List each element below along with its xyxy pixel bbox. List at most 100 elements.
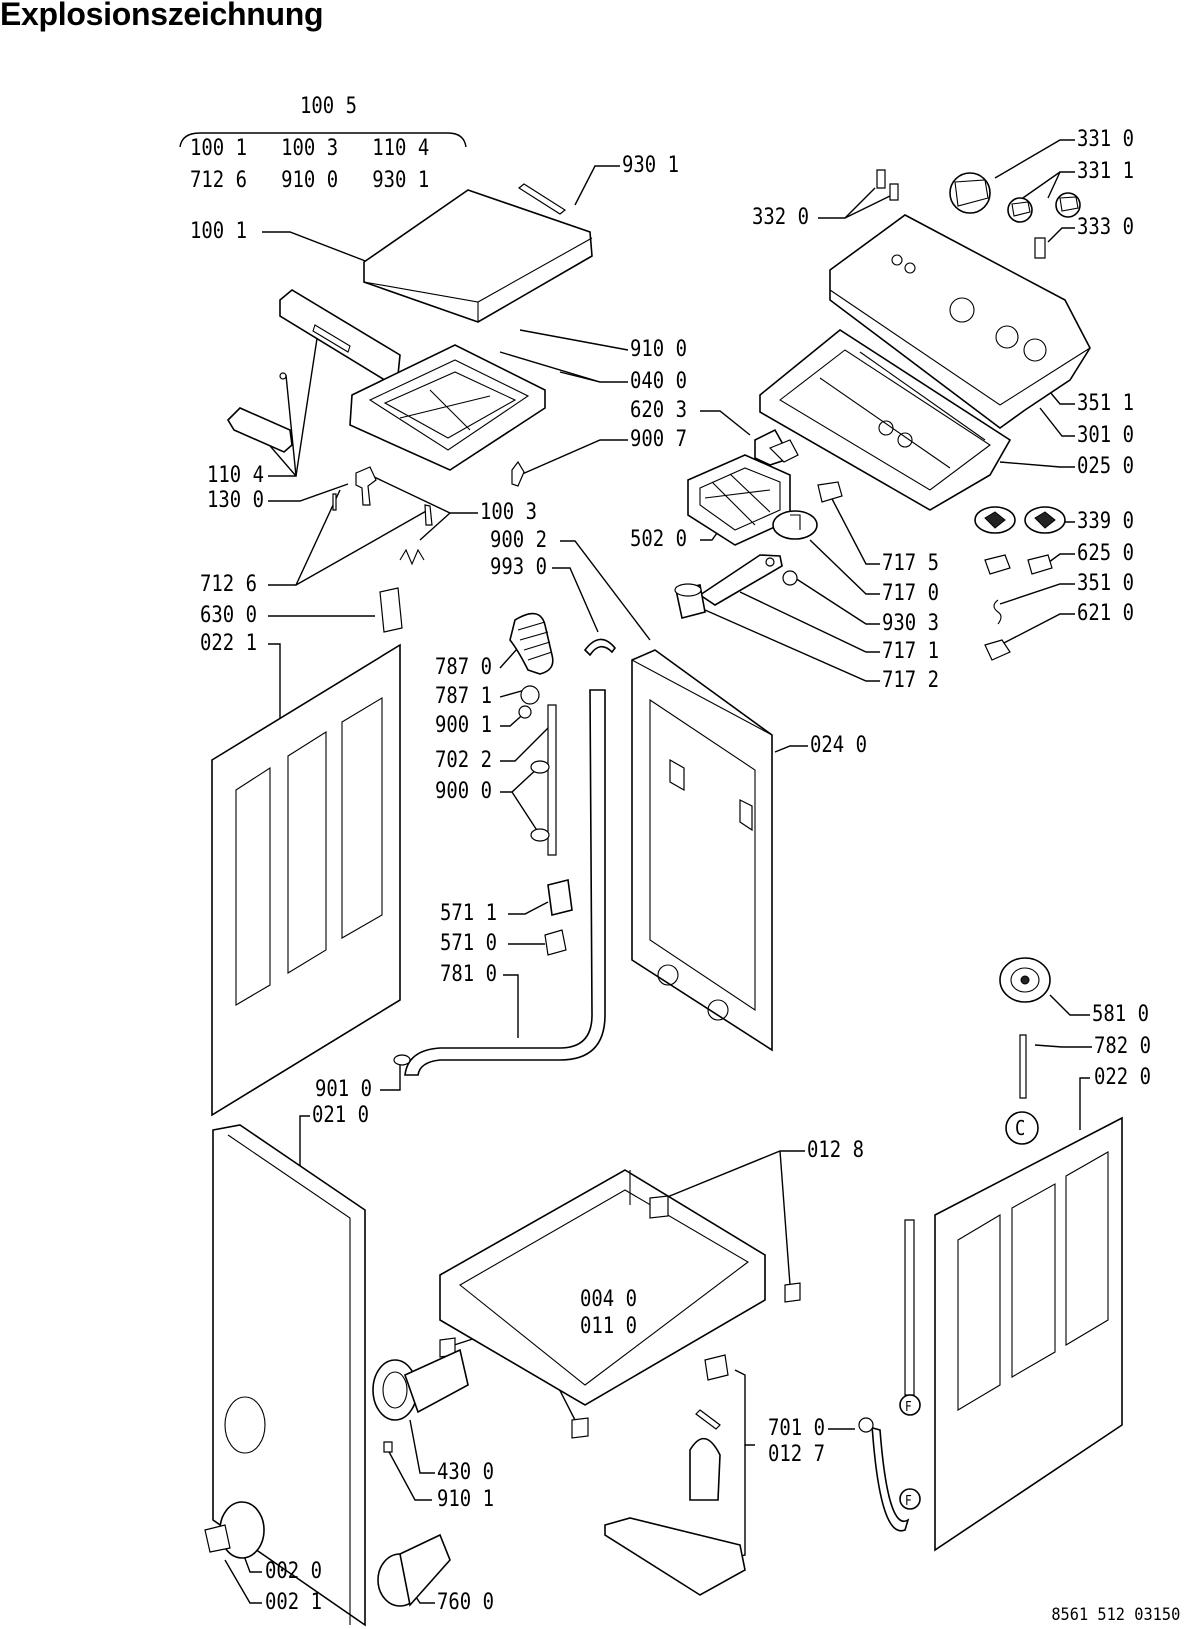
- footer-code: 8561 512 03150: [1051, 1605, 1180, 1625]
- callout-002-0: 002 0: [265, 1559, 322, 1584]
- leader-900-7: [520, 440, 628, 475]
- leader-900-0b: [512, 792, 540, 835]
- leader-930-1-top: [575, 166, 620, 205]
- part-foot-012-8b: [785, 1283, 800, 1302]
- part-knob-large: [950, 173, 990, 213]
- leader-351-0: [1000, 584, 1075, 604]
- part-pin-332-0b: [890, 184, 898, 200]
- leader-022-1: [268, 644, 280, 718]
- callout-787-0: 787 0: [435, 655, 492, 680]
- group-brace: [180, 133, 466, 147]
- leader-100-3: [370, 475, 478, 513]
- part-clip-012-7a: [705, 1355, 728, 1380]
- callout-760-0: 760 0: [437, 1590, 494, 1615]
- part-side-panel-right: [935, 1118, 1122, 1550]
- callout-021-0: 021 0: [312, 1103, 369, 1128]
- leader-022-0: [1080, 1078, 1090, 1130]
- leader-717-5: [830, 495, 880, 564]
- leader-782-0: [1035, 1045, 1092, 1047]
- leader-024-0: [775, 746, 808, 752]
- part-pin-2: [425, 505, 432, 525]
- part-latch: [228, 408, 292, 452]
- part-hose-702-2: [548, 705, 556, 855]
- leader-012-8b: [780, 1151, 790, 1285]
- part-pump: [373, 1350, 468, 1420]
- callout-351-1: 351 1: [1077, 391, 1134, 416]
- callout-130-0: 130 0: [207, 488, 264, 513]
- part-dispenser: [760, 330, 1010, 510]
- part-clamp-787-1: [521, 686, 539, 704]
- part-621-0: [985, 640, 1010, 660]
- callout-781-0: 781 0: [440, 962, 497, 987]
- part-handle-bar: [280, 290, 400, 382]
- callout-100-5: 100 5: [300, 94, 357, 119]
- leader-993-0: [552, 568, 598, 632]
- part-sensor-571-0: [545, 930, 566, 955]
- leader-301-0: [1040, 408, 1075, 436]
- callout-339-0: 339 0: [1077, 509, 1134, 534]
- leader-100-1: [262, 232, 368, 262]
- part-disc-717-0: [773, 511, 817, 539]
- page-title: Explosionszeichnung: [0, 0, 324, 32]
- part-tray-012-7: [605, 1518, 745, 1595]
- part-pin-712-6: [333, 494, 336, 510]
- part-717-2: [675, 584, 705, 618]
- leader-571-1: [508, 902, 548, 914]
- part-plug-901-0: [394, 1055, 410, 1065]
- callout-930-1-top: 930 1: [622, 153, 679, 178]
- part-lever-hole: [766, 558, 774, 566]
- leader-012-7: [735, 1370, 755, 1445]
- callout-701-0: 701 0: [768, 1416, 825, 1441]
- leader-021-0: [300, 1116, 310, 1178]
- callout-900-2: 900 2: [490, 528, 547, 553]
- leader-332-0b: [845, 196, 890, 218]
- part-drain-hose: [405, 690, 605, 1075]
- callout-717-0: 717 0: [882, 581, 939, 606]
- callout-900-0: 900 0: [435, 779, 492, 804]
- callout-571-1: 571 1: [440, 901, 497, 926]
- leader-910-1: [388, 1450, 432, 1500]
- callout-630-0: 630 0: [200, 603, 257, 628]
- callout-581-0: 581 0: [1092, 1002, 1149, 1027]
- callout-331-1: 331 1: [1077, 159, 1134, 184]
- callout-332-0: 332 0: [752, 205, 809, 230]
- part-sensor-571-1: [548, 880, 572, 915]
- leader-717-1: [740, 592, 880, 652]
- part-pulley-581-0: [1000, 958, 1050, 1002]
- callout-024-0: 024 0: [810, 733, 867, 758]
- callout-702-2: 702 2: [435, 748, 492, 773]
- leader-430-0: [410, 1420, 435, 1473]
- marker-f-2: [900, 1489, 920, 1509]
- part-knob-small-2: [1056, 193, 1080, 217]
- callout-620-3: 620 3: [630, 398, 687, 423]
- leader-900-2: [560, 541, 650, 640]
- leader-110-4c: [296, 332, 318, 476]
- callout-782-0: 782 0: [1094, 1034, 1151, 1059]
- part-pin-332-0a: [877, 170, 885, 188]
- part-hinge-002-1: [205, 1525, 230, 1552]
- callout-901-0: 901 0: [315, 1077, 372, 1102]
- callout-022-1: 022 1: [200, 631, 257, 656]
- leader-581-0: [1050, 995, 1090, 1015]
- callout-022-0: 022 0: [1094, 1065, 1151, 1090]
- callout-717-5: 717 5: [882, 551, 939, 576]
- callout-621-0: 621 0: [1077, 601, 1134, 626]
- callout-012-7: 012 7: [768, 1442, 825, 1467]
- leader-331-0: [995, 140, 1075, 178]
- part-clip-351-0: [994, 600, 1001, 624]
- callout-025-0: 025 0: [1077, 454, 1134, 479]
- part-upper-frame: [350, 345, 545, 470]
- part-bracket-012-7: [690, 1439, 720, 1500]
- part-block-630-0: [380, 588, 402, 632]
- part-small-clip-900-7: [512, 462, 524, 486]
- part-front-panel: [213, 1125, 365, 1625]
- callout-004-0: 004 0: [580, 1287, 637, 1312]
- callout-100-3: 100 3: [480, 500, 537, 525]
- callout-group-row-1: 100 1 100 3 110 4: [190, 136, 430, 161]
- callout-625-0: 625 0: [1077, 541, 1134, 566]
- part-control-panel: [830, 215, 1090, 428]
- marker-f-label-1: F: [905, 1400, 912, 1415]
- leader-333-0: [1048, 228, 1075, 242]
- part-side-panel-left: [212, 645, 400, 1115]
- part-foot-012-8a: [650, 1196, 668, 1218]
